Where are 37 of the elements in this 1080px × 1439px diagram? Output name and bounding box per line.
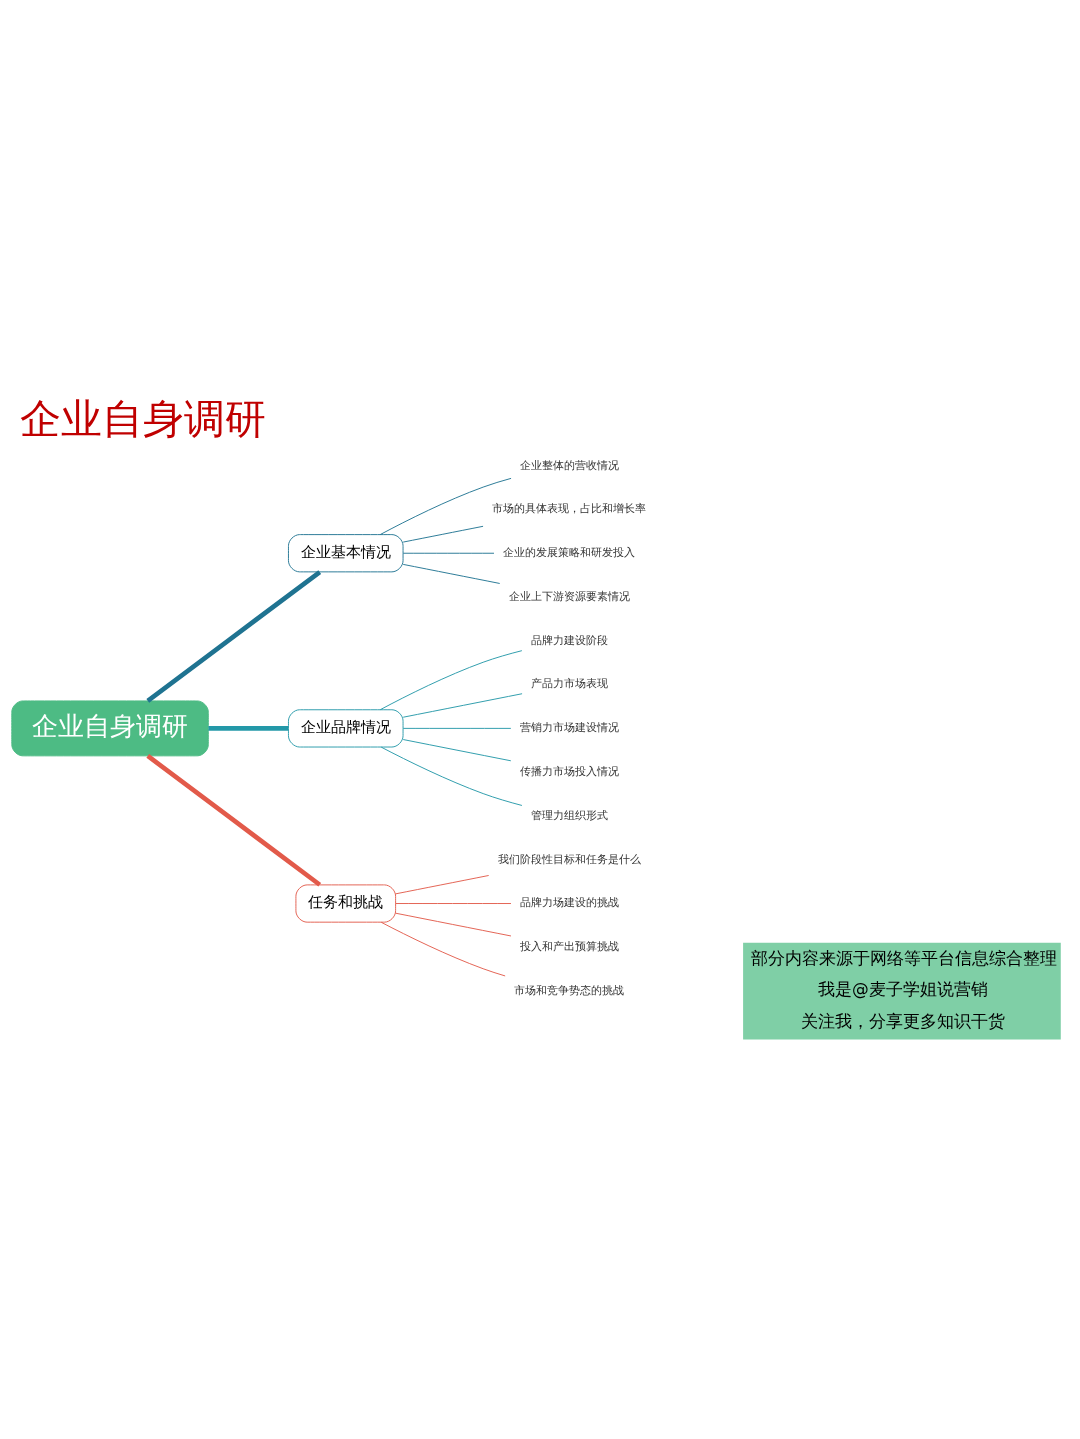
connector	[395, 902, 512, 904]
connector	[146, 569, 322, 703]
node-text: 品牌力建设阶段	[530, 633, 608, 647]
connector	[395, 874, 490, 894]
connector	[380, 921, 506, 976]
node-text: 营销力市场建设情况	[519, 720, 619, 734]
connector	[380, 746, 523, 806]
connector	[379, 477, 512, 535]
connector	[208, 725, 289, 731]
node-text: 我们阶段性目标和任务是什么	[497, 852, 641, 866]
connector	[395, 912, 512, 936]
node-box: 企业自身调研	[11, 699, 209, 756]
node-text: 投入和产出预算挑战	[519, 939, 619, 953]
connector	[146, 753, 322, 887]
label: 我是@麦子学姐说营销	[818, 978, 988, 999]
connector	[379, 649, 523, 710]
node-text: 品牌力场建设的挑战	[519, 895, 619, 909]
connector	[402, 692, 523, 718]
connector	[402, 563, 501, 584]
node-text: 产品力市场表现	[530, 676, 608, 690]
connector	[402, 525, 484, 543]
node-text: 管理力组织形式	[530, 808, 608, 822]
node-text: 企业上下游资源要素情况	[508, 589, 630, 603]
diagram-title: 企业自身调研	[20, 394, 267, 443]
node-text: 市场的具体表现，占比和增长率	[492, 501, 647, 515]
node-text: 企业的发展策略和研发投入	[503, 545, 636, 559]
label: 部分内容来源于网络等平台信息综合整理	[751, 947, 1058, 968]
node-box: 企业基本情况	[288, 533, 404, 572]
node-box: 企业品牌情况	[288, 708, 404, 747]
node-text: 企业整体的营收情况	[519, 458, 619, 472]
node-text: 传播力市场投入情况	[519, 764, 619, 778]
connector	[402, 727, 512, 729]
connector	[402, 738, 512, 761]
node-text: 市场和竞争势态的挑战	[514, 983, 625, 997]
connector	[402, 552, 495, 554]
node-box: 任务和挑战	[295, 883, 397, 923]
label: 关注我，分享更多知识干货	[801, 1010, 1006, 1031]
